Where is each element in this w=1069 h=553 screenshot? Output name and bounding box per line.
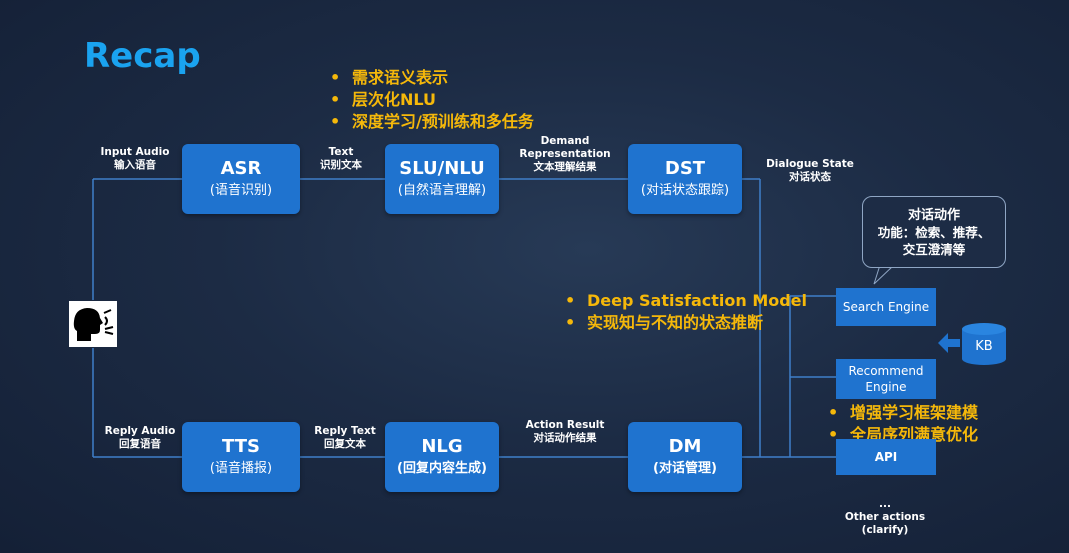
speaking-person-icon	[69, 301, 117, 347]
bullet-item: •Deep Satisfaction Model	[565, 291, 808, 310]
bullet-item: •需求语义表示	[330, 68, 449, 87]
dialogue-action-callout: 对话动作 功能：检索、推荐、 交互澄清等	[862, 196, 1006, 268]
other-actions-label: ...Other actions(clarify)	[844, 498, 926, 536]
page-title: Recap	[84, 36, 201, 76]
module-title: ASR	[220, 158, 262, 179]
module-title: DST	[664, 158, 706, 179]
module-subtitle: (语音识别)	[209, 183, 273, 198]
callout-line: 交互澄清等	[902, 241, 966, 257]
slu-module: SLU/NLU (自然语言理解)	[385, 144, 499, 214]
kb-label: KB	[975, 339, 993, 354]
bullet-item: •层次化NLU	[330, 90, 437, 109]
module-title: TTS	[222, 436, 260, 457]
module-subtitle: (自然语言理解)	[397, 183, 487, 198]
nlg-module: NLG (回复内容生成)	[385, 422, 499, 492]
database-icon: KB	[961, 322, 1007, 371]
module-subtitle: (语音播报)	[209, 461, 273, 476]
module-title: SLU/NLU	[399, 158, 485, 179]
bullet-item: •实现知与不知的状态推断	[565, 313, 764, 332]
dst-module: DST (对话状态跟踪)	[628, 144, 742, 214]
module-subtitle: (对话管理)	[653, 461, 717, 476]
bullet-item: •深度学习/预训练和多任务	[330, 112, 534, 131]
callout-title: 对话动作	[907, 207, 960, 223]
dst-bullets: •Deep Satisfaction Model •实现知与不知的状态推断	[565, 290, 807, 334]
search-engine-box: Search Engine	[836, 288, 936, 326]
module-title: NLG	[421, 436, 463, 457]
module-subtitle: (回复内容生成)	[397, 461, 487, 476]
module-subtitle: (对话状态跟踪)	[640, 183, 730, 198]
module-title: DM	[668, 436, 702, 457]
callout-line: 功能：检索、推荐、	[877, 224, 991, 240]
api-box: API	[836, 439, 936, 475]
arrow-left-icon	[938, 333, 960, 353]
dm-module: DM (对话管理)	[628, 422, 742, 492]
tts-module: TTS (语音播报)	[182, 422, 300, 492]
nlu-bullets: •需求语义表示 •层次化NLU •深度学习/预训练和多任务	[330, 67, 534, 133]
bullet-item: •增强学习框架建模	[828, 403, 979, 422]
asr-module: ASR (语音识别)	[182, 144, 300, 214]
